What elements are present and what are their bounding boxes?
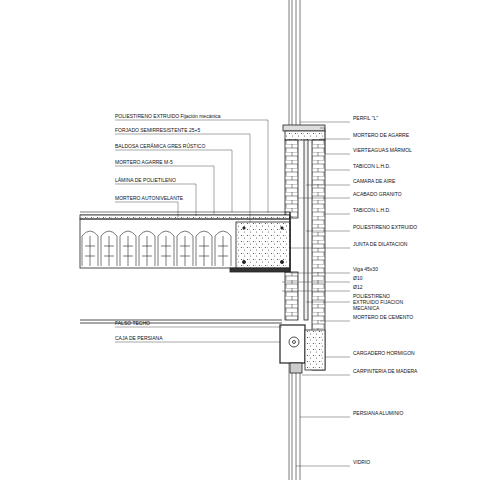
callout-label: MORTERO DE CEMENTO: [353, 314, 413, 320]
callout-label: POLIESTIRENO EXTRUIDO FIJACION MECANICA: [353, 293, 415, 311]
callout-label: FALSO TECHO: [115, 320, 150, 326]
callout-label: CAMARA DE AIRE: [353, 178, 395, 184]
callout-label: POLIESTIRENO EXTRUIDO Fijación mecánica: [115, 113, 221, 119]
callout-label: MORTERO DE AGARRE: [353, 132, 409, 138]
vault-block: [82, 231, 98, 266]
vault-block: [101, 231, 117, 266]
callout-label: MORTERO AGARRE M-5: [115, 159, 173, 165]
vault-block: [139, 231, 155, 266]
leader-lines: [115, 120, 350, 466]
callout-label: JUNTA DE DILATACION: [353, 241, 407, 247]
callout-label: VIERTEAGUAS MÁRMOL: [353, 147, 412, 153]
vault-block: [215, 231, 231, 266]
callout-label: MORTERO AUTONIVELANTE: [115, 195, 183, 201]
callout-label: Viga 45x30: [353, 266, 378, 272]
callout-label: CAJA DE PERSIANA: [115, 335, 163, 341]
callout-label: BALDOSA CERÁMICA GRES RÚSTICO: [115, 143, 205, 149]
callout-label: VIDRIO: [353, 459, 370, 465]
callout-label: CARPINTERIA DE MADERA: [353, 368, 417, 374]
callout-label: POLIESTIRENO EXTRUIDO: [353, 224, 417, 230]
callout-label: Ø12: [353, 284, 362, 290]
vault-block: [177, 231, 193, 266]
callout-label: CARGADERO HORMIGON: [353, 350, 415, 356]
vault-block: [120, 231, 136, 266]
callout-label: PERSIANA ALUMINIO: [353, 410, 403, 416]
vault-block: [158, 231, 174, 266]
callout-label: ACABADO GRANITO: [353, 191, 402, 197]
callout-label: PERFIL "L": [353, 115, 378, 121]
linework: [80, 0, 325, 480]
callout-label: FORJADO SEMIRRESISTENTE 25+5: [115, 127, 200, 133]
callout-label: Ø10: [353, 275, 362, 281]
callout-label: TABICON L.H.D.: [353, 163, 390, 169]
callout-label: LÁMINA DE POLIETILENO: [115, 177, 176, 183]
vault-block: [196, 231, 212, 266]
callout-label: TABICON L.H.D.: [353, 207, 390, 213]
